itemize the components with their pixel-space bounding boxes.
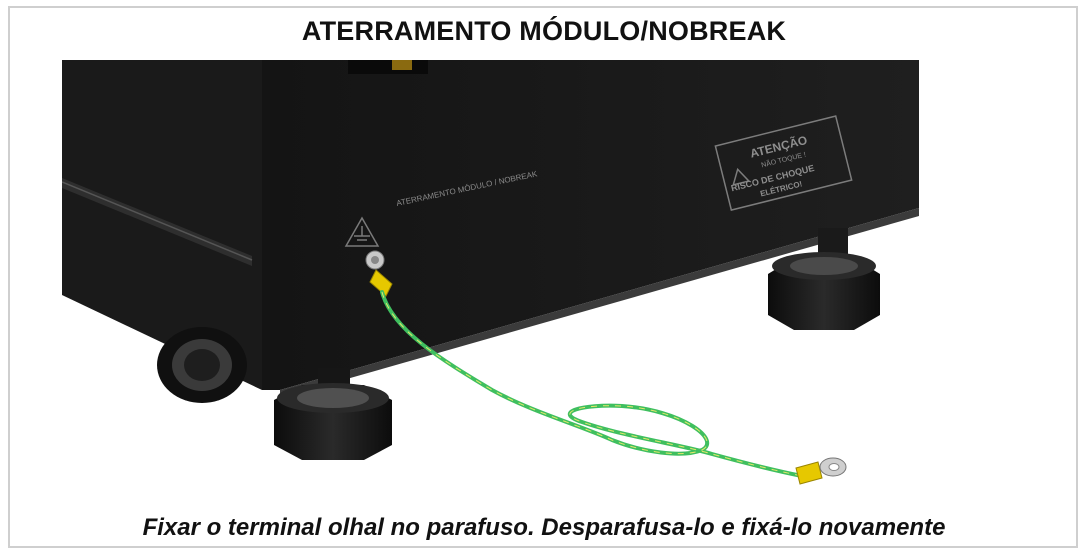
instruction-caption: Fixar o terminal olhal no parafuso. Desp…	[142, 514, 946, 541]
cabinet-front-panel	[262, 60, 919, 390]
ring-terminal-far	[795, 457, 847, 485]
page-title: ATERRAMENTO MÓDULO/NOBREAK	[301, 16, 787, 46]
ground-screw-icon	[365, 250, 385, 270]
leveling-foot-right	[768, 228, 880, 330]
ring-terminal-near	[369, 269, 393, 297]
caster-wheel	[157, 327, 247, 403]
leveling-foot-left	[274, 368, 392, 460]
equipment-illustration: ATERRAMENTO MÓDULO / NOBREAK ATENÇÃO NÃO…	[62, 60, 992, 498]
ground-warning-icon	[344, 216, 380, 247]
